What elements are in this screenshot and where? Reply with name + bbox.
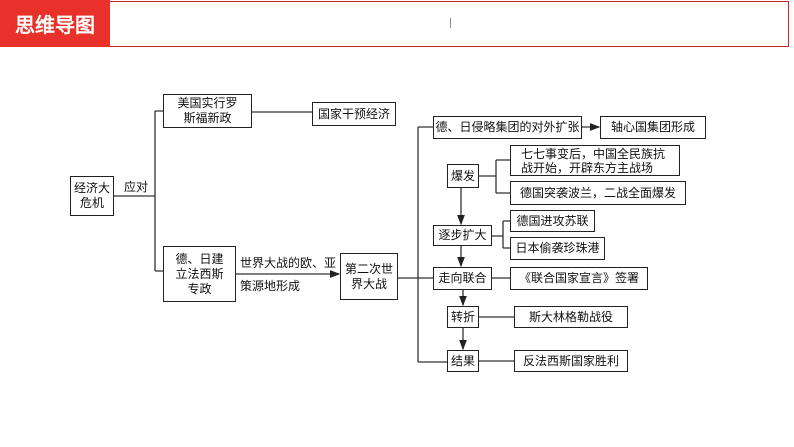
node-outbreak-china: 七七事变后，中国全民族抗战开始，开辟东方主战场 <box>510 145 680 176</box>
node-escalation: 逐步扩大 <box>433 225 492 246</box>
edge-label-line2: 策源地形成 <box>240 279 301 293</box>
node-turning: 转折 <box>447 306 479 328</box>
node-economic-crisis: 经济大危机 <box>70 176 114 216</box>
node-alliance: 走向联合 <box>433 267 492 290</box>
node-victory: 反法西斯国家胜利 <box>514 350 628 372</box>
node-state-intervention: 国家干预经济 <box>312 102 396 126</box>
node-alliance-declaration: 《联合国家宣言》签署 <box>510 267 648 290</box>
label-respond: 应对 <box>124 180 149 194</box>
node-expansion: 德、日侵略集团的对外扩张 <box>433 116 582 139</box>
node-outbreak-poland: 德国突袭波兰，二战全面爆发 <box>510 181 686 205</box>
header-title: 思维导图 <box>0 0 110 47</box>
node-axis: 轴心国集团形成 <box>600 116 706 139</box>
node-ww2: 第二次世界大战 <box>340 253 398 300</box>
node-us-new-deal: 美国实行罗斯福新政 <box>163 94 252 128</box>
node-escalation-pearl-harbor: 日本偷袭珍珠港 <box>510 237 605 260</box>
node-fascism: 德、日建立法西斯专政 <box>163 246 236 302</box>
edge-label-line1: 世界大战的欧、亚 <box>240 256 337 270</box>
header-divider <box>450 18 451 28</box>
node-escalation-ussr: 德国进攻苏联 <box>510 210 595 232</box>
node-stalingrad: 斯大林格勒战役 <box>514 306 628 328</box>
node-result: 结果 <box>447 350 479 372</box>
header-bar <box>110 1 789 47</box>
node-outbreak: 爆发 <box>447 164 479 188</box>
